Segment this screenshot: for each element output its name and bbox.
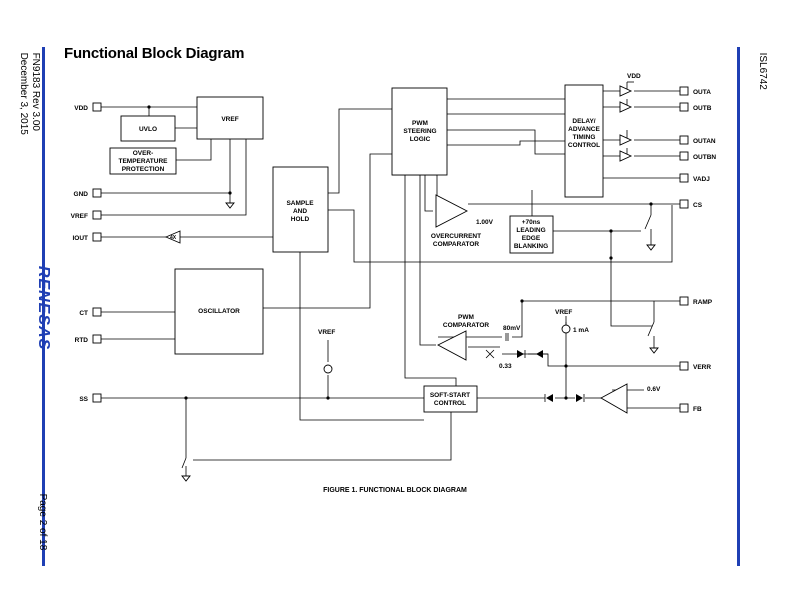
- leb-block: +70ns LEADING EDGE BLANKING: [509, 215, 554, 254]
- pin-rtd-label: RTD: [75, 337, 89, 344]
- svg-text:TIMING: TIMING: [573, 134, 596, 141]
- svg-text:OSCILLATOR: OSCILLATOR: [198, 308, 240, 315]
- pin-outa: [679, 86, 689, 96]
- left-pins: VDD GND VREF IOUT CT RTD SS: [71, 102, 102, 403]
- svg-text:OVERCURRENT: OVERCURRENT: [431, 233, 481, 240]
- pin-ct: [92, 307, 102, 317]
- delay-block: DELAY/ ADVANCE TIMING CONTROL: [564, 84, 604, 198]
- pin-vadj-label: VADJ: [693, 176, 710, 183]
- soft-start-block: SOFT-START CONTROL: [423, 385, 478, 413]
- oscillator-block: OSCILLATOR: [174, 268, 264, 355]
- pin-outbn: [679, 151, 689, 161]
- junction-dots: [147, 105, 653, 400]
- svg-text:SAMPLE: SAMPLE: [286, 200, 314, 207]
- svg-text:DELAY/: DELAY/: [572, 118, 595, 125]
- pin-gnd: [92, 188, 102, 198]
- left-margin-bar: [42, 47, 45, 566]
- svg-text:LEADING: LEADING: [516, 227, 545, 234]
- svg-text:PWM: PWM: [458, 314, 474, 321]
- svg-text:UVLO: UVLO: [139, 126, 157, 133]
- figure-caption: FIGURE 1. FUNCTIONAL BLOCK DIAGRAM: [323, 487, 467, 494]
- pin-vdd: [92, 102, 102, 112]
- pin-fb: [679, 403, 689, 413]
- pin-ss: [92, 393, 102, 403]
- pin-iout-label: IOUT: [72, 235, 88, 242]
- svg-text:ADVANCE: ADVANCE: [568, 126, 600, 133]
- pin-verr: [679, 361, 689, 371]
- svg-text:CONTROL: CONTROL: [568, 142, 600, 149]
- svg-text:OVER-: OVER-: [133, 150, 154, 157]
- svg-text:AND: AND: [293, 208, 307, 215]
- pin-ct-label: CT: [79, 310, 88, 317]
- svg-text:1.00V: 1.00V: [476, 219, 494, 226]
- svg-text:VREF: VREF: [555, 309, 572, 316]
- ground-symbols: [181, 202, 659, 482]
- pin-outan: [679, 135, 689, 145]
- svg-text:0.6V: 0.6V: [647, 386, 661, 393]
- pin-iout: [92, 232, 102, 242]
- svg-text:COMPARATOR: COMPARATOR: [433, 241, 480, 248]
- pin-gnd-label: GND: [74, 191, 89, 198]
- overcurrent-comparator: 1.00V OVERCURRENT COMPARATOR: [431, 194, 494, 248]
- svg-text:+70ns: +70ns: [522, 219, 541, 226]
- pin-outa-label: OUTA: [693, 89, 711, 96]
- pin-rtd: [92, 334, 102, 344]
- svg-text:VREF: VREF: [221, 116, 238, 123]
- error-amplifier: 0.6V: [600, 383, 661, 414]
- svg-text:COMPARATOR: COMPARATOR: [443, 322, 490, 329]
- svg-text:1 mA: 1 mA: [573, 327, 589, 334]
- svg-text:80mV: 80mV: [503, 325, 521, 332]
- otp-block: OVER- TEMPERATURE PROTECTION: [109, 147, 177, 175]
- pin-outan-label: OUTAN: [693, 138, 716, 145]
- pin-vadj: [679, 173, 689, 183]
- pwm-comparator: PWM COMPARATOR: [437, 314, 490, 361]
- vref-block: VREF: [196, 96, 264, 140]
- svg-text:0.33: 0.33: [499, 363, 512, 370]
- pin-cs: [679, 199, 689, 209]
- svg-text:SOFT-START: SOFT-START: [430, 392, 470, 399]
- pin-fb-label: FB: [693, 406, 702, 413]
- pin-ramp: [679, 296, 689, 306]
- right-pins: OUTA OUTB OUTAN OUTBN VADJ CS RAMP VERR …: [679, 86, 716, 413]
- page-title: Functional Block Diagram: [64, 45, 245, 62]
- pin-vref: [92, 210, 102, 220]
- sample-hold-block: SAMPLE AND HOLD: [272, 166, 329, 253]
- svg-text:VREF: VREF: [318, 329, 335, 336]
- iout-amplifier: 4X: [164, 230, 181, 244]
- pin-cs-label: CS: [693, 202, 703, 209]
- pin-ss-label: SS: [79, 396, 88, 403]
- pin-vdd-label: VDD: [74, 105, 88, 112]
- svg-text:BLANKING: BLANKING: [514, 243, 548, 250]
- pin-verr-label: VERR: [693, 364, 711, 371]
- svg-text:HOLD: HOLD: [291, 216, 310, 223]
- svg-text:4X: 4X: [170, 235, 177, 241]
- pin-outb: [679, 102, 689, 112]
- pin-ramp-label: RAMP: [693, 299, 713, 306]
- svg-text:STEERING: STEERING: [403, 128, 436, 135]
- pwm-logic-block: PWM STEERING LOGIC: [391, 87, 448, 176]
- svg-text:PROTECTION: PROTECTION: [122, 166, 165, 173]
- wires: [101, 82, 680, 476]
- svg-text:PWM: PWM: [412, 120, 428, 127]
- output-drivers: VDD: [619, 73, 641, 162]
- pin-outb-label: OUTB: [693, 105, 712, 112]
- svg-text:CONTROL: CONTROL: [434, 400, 466, 407]
- switches: [181, 214, 655, 469]
- right-margin-bar: [737, 47, 740, 566]
- pin-outbn-label: OUTBN: [693, 154, 716, 161]
- uvlo-block: UVLO: [120, 115, 176, 142]
- offset-and-gain: 80mV 0.33: [485, 325, 521, 370]
- current-sources: VREF 1 mA VREF: [318, 309, 589, 374]
- svg-text:LOGIC: LOGIC: [410, 136, 431, 143]
- diodes: [517, 350, 585, 402]
- svg-text:TEMPERATURE: TEMPERATURE: [119, 158, 169, 165]
- svg-text:EDGE: EDGE: [522, 235, 541, 242]
- pin-vref-label: VREF: [71, 213, 88, 220]
- vdd-top-label: VDD: [627, 73, 641, 80]
